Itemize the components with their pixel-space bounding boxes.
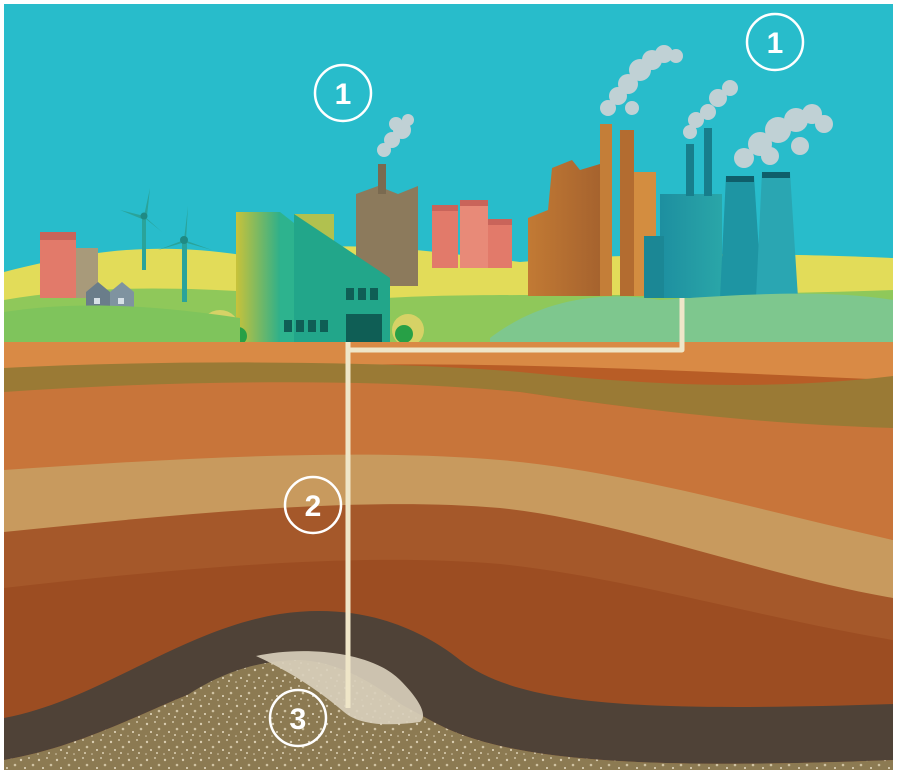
- wind-turbine-1: [120, 188, 162, 270]
- co2-plume: [256, 651, 424, 725]
- smoke-plume-teal: [683, 80, 833, 168]
- marker-storage: 3: [268, 688, 328, 748]
- stratum-olive: [4, 362, 893, 430]
- smoke-plume-center: [377, 114, 414, 157]
- marker-label: 3: [290, 703, 307, 736]
- smoke-plume-right-brown: [600, 45, 683, 116]
- marker-label: 2: [305, 490, 322, 523]
- green-ground-left: [4, 305, 240, 346]
- stratum-sand: [4, 454, 893, 600]
- silo-building-left: [40, 232, 98, 298]
- wind-turbine-2: [158, 206, 212, 302]
- marker-capture-left: 1: [313, 63, 373, 123]
- marker-capture-right: 1: [745, 12, 805, 72]
- pink-silos: [432, 200, 512, 268]
- marker-transport: 2: [283, 475, 343, 535]
- teal-factory: [644, 128, 798, 298]
- marker-label: 1: [767, 27, 784, 60]
- green-factory: [236, 212, 390, 342]
- brown-factory-right: [528, 124, 656, 296]
- co2-pipeline: [345, 298, 685, 708]
- small-houses: [86, 282, 134, 312]
- marker-label: 1: [335, 78, 352, 111]
- brown-factory-center: [356, 164, 418, 286]
- green-mound-right: [490, 293, 893, 346]
- stratum-mid: [4, 504, 893, 640]
- cap-rock-layer: [4, 611, 893, 764]
